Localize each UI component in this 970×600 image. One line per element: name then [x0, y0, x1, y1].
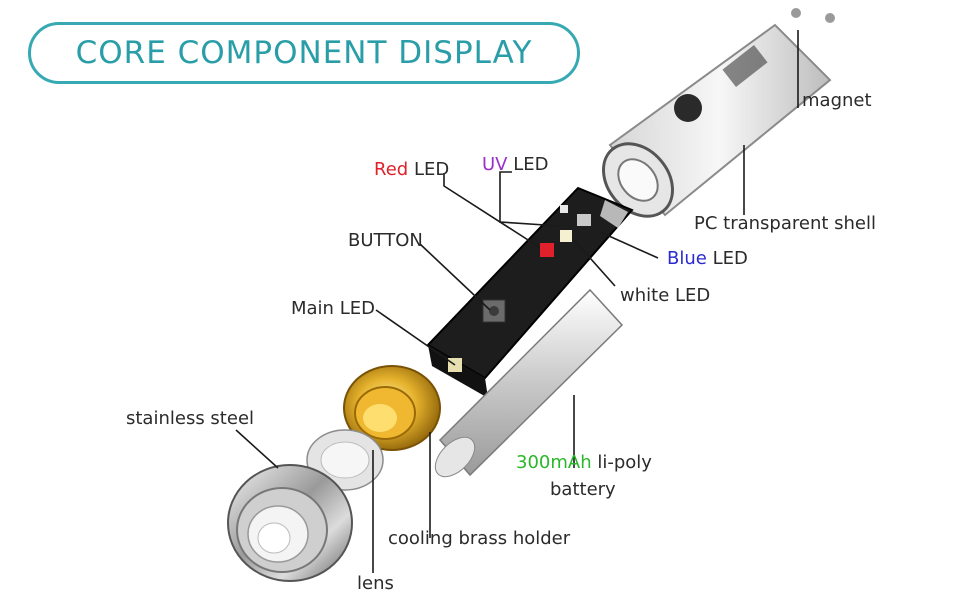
label-blue-led: Blue LED: [667, 248, 748, 270]
label-battery-line1: 300mAh li-poly: [516, 452, 652, 474]
uv-led-suffix-text: LED: [513, 154, 549, 175]
stainless-steel-head: [227, 464, 353, 582]
stainless-steel-text: stainless steel: [126, 408, 255, 429]
pc-shell-text: PC transparent shell: [694, 213, 877, 234]
leader-lines: [235, 30, 799, 573]
label-magnet: magnet: [802, 90, 872, 112]
main-led-text: Main LED: [291, 298, 375, 319]
page-title: CORE COMPONENT DISPLAY: [75, 35, 533, 71]
label-uv-led: UV LED: [482, 154, 549, 176]
label-pc-shell: PC transparent shell: [694, 213, 876, 235]
red-led-suffix-text: LED: [413, 159, 450, 180]
label-cooling-holder: cooling brass holder: [388, 528, 570, 550]
battery: [434, 288, 624, 478]
button-text: BUTTON: [348, 230, 423, 251]
battery-word-text: battery: [550, 479, 616, 500]
blue-led-suffix-text: LED: [712, 248, 748, 269]
label-red-led: Red LED: [374, 159, 449, 181]
red-led-color-text: Red: [374, 159, 409, 180]
title-banner: CORE COMPONENT DISPLAY: [28, 22, 580, 84]
battery-capacity-text: 300mAh: [516, 452, 592, 473]
uv-led-color-text: UV: [482, 154, 508, 175]
red-led-chip: [540, 243, 554, 257]
white-led-chip: [560, 230, 572, 242]
pc-transparent-shell: [602, 8, 835, 218]
label-main-led: Main LED: [291, 298, 375, 320]
label-lens: lens: [357, 573, 394, 595]
circuit-board: [426, 186, 634, 398]
white-led-text: white LED: [620, 285, 711, 306]
cooling-brass-holder: [343, 365, 441, 451]
label-white-led: white LED: [620, 285, 710, 307]
cooling-holder-text: cooling brass holder: [388, 528, 571, 549]
label-battery-line2: battery: [550, 479, 616, 501]
lens-text: lens: [357, 573, 394, 594]
label-button: BUTTON: [348, 230, 423, 252]
blue-led-color-text: Blue: [667, 248, 707, 269]
label-stainless-steel: stainless steel: [126, 408, 254, 430]
battery-type-text: li-poly: [597, 452, 652, 473]
magnet-text: magnet: [802, 90, 872, 111]
